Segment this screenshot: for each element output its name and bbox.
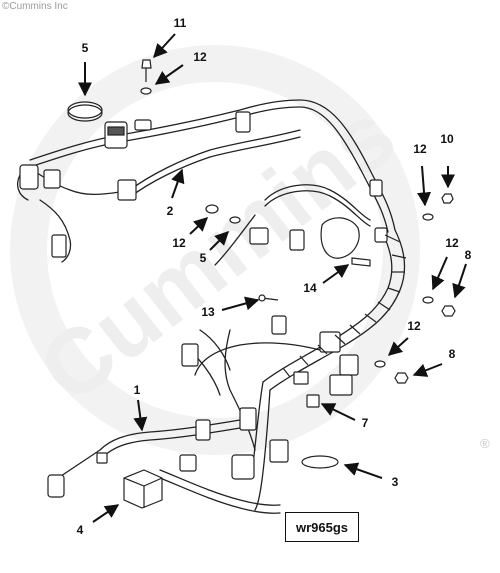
callout-1: 1: [134, 383, 141, 397]
callout-12-right-mid: 12: [445, 236, 459, 250]
callout-10: 10: [440, 132, 454, 146]
callout-labels: 5 11 12 2 12 5 12 10 14 13 12 8 12 8 1 7…: [77, 16, 472, 537]
hardware-parts: [67, 59, 456, 509]
callout-7: 7: [362, 416, 369, 430]
registered-mark: ®: [480, 436, 490, 451]
callout-12-top: 12: [193, 50, 207, 64]
callout-4: 4: [77, 523, 84, 537]
callout-8-lower: 8: [449, 347, 456, 361]
harness-connectors: [19, 111, 388, 498]
callout-6: 5: [82, 41, 89, 55]
callout-12-right-top: 12: [413, 142, 427, 156]
figure-id-label: wr965gs: [285, 512, 359, 542]
callout-5: 5: [200, 251, 207, 265]
callout-3: 3: [392, 475, 399, 489]
callout-8-upper: 8: [465, 248, 472, 262]
callout-arrows: [78, 33, 467, 523]
callout-14: 14: [303, 281, 317, 295]
callout-2: 2: [167, 204, 174, 218]
copyright-notice: ©Cummins Inc: [2, 1, 68, 12]
callout-12-lower: 12: [407, 319, 421, 333]
callout-9: 11: [174, 16, 187, 30]
callout-13: 13: [201, 305, 215, 319]
harness-lines: [17, 99, 406, 514]
callout-11: 12: [172, 236, 186, 250]
harness-conduit: [282, 234, 407, 378]
